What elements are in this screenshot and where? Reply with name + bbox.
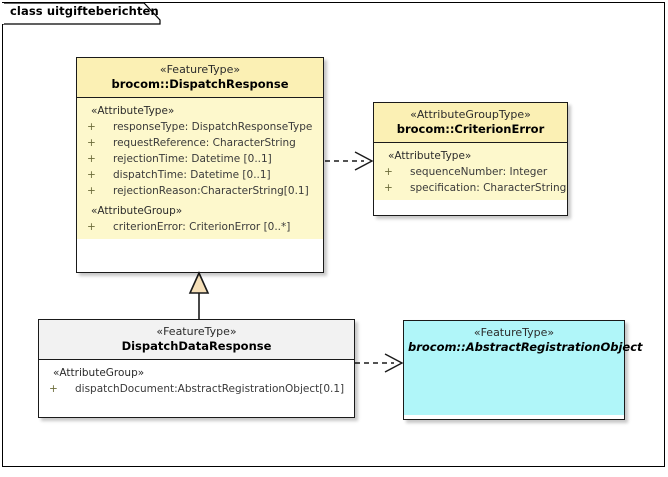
- attribute-row[interactable]: + sequenceNumber: Integer: [376, 164, 565, 180]
- class-box-dispatch-data-response[interactable]: «FeatureType» DispatchDataResponse «Attr…: [38, 319, 355, 418]
- visibility-marker: +: [87, 121, 96, 133]
- attribute-text: dispatchDocument:AbstractRegistrationObj…: [75, 383, 345, 395]
- class-name: brocom::CriterionError: [396, 122, 545, 136]
- diagram-title: class uitgifteberichten: [10, 4, 159, 18]
- diagram-frame: [2, 2, 665, 467]
- attribute-row[interactable]: + specification: CharacterString: [376, 180, 567, 196]
- visibility-marker: +: [87, 221, 96, 233]
- attribute-row[interactable]: + dispatchTime: Datetime [0..1]: [79, 167, 321, 183]
- attribute-text: rejectionReason:CharacterString[0.1]: [113, 185, 309, 197]
- class-stereotype: «FeatureType»: [156, 325, 237, 338]
- class-body-dispatch-data-response: «AttributeGroup» + dispatchDocument:Abst…: [39, 360, 354, 401]
- class-stereotype: «FeatureType»: [473, 326, 555, 339]
- class-name: brocom::AbstractRegistrationObject: [408, 340, 643, 354]
- class-box-dispatch-response[interactable]: «FeatureType» brocom::DispatchResponse «…: [76, 57, 324, 273]
- visibility-marker: +: [87, 153, 96, 165]
- attribute-text: criterionError: CriterionError [0..*]: [113, 221, 291, 233]
- attribute-text: rejectionTime: Datetime [0..1]: [113, 153, 272, 165]
- class-name: DispatchDataResponse: [121, 339, 272, 353]
- visibility-marker: +: [87, 185, 96, 197]
- compartment-group-label: «AttributeGroup»: [91, 205, 183, 217]
- class-header-dispatch-response: «FeatureType» brocom::DispatchResponse: [77, 58, 323, 98]
- compartment-group-label: «AttributeType»: [91, 105, 175, 117]
- compartment-group-label: «AttributeType»: [388, 150, 472, 162]
- class-box-criterion-error[interactable]: «AttributeGroupType» brocom::CriterionEr…: [373, 102, 568, 216]
- attribute-text: sequenceNumber: Integer: [410, 166, 548, 178]
- attribute-row[interactable]: + rejectionTime: Datetime [0..1]: [79, 151, 321, 167]
- compartment-group-label: «AttributeGroup»: [53, 367, 145, 379]
- class-body-criterion-error: «AttributeType» + sequenceNumber: Intege…: [374, 143, 567, 200]
- visibility-marker: +: [384, 166, 393, 178]
- class-header-abstract-registration-object: «FeatureType» brocom::AbstractRegistrati…: [404, 321, 643, 360]
- attribute-text: responseType: DispatchResponseType: [113, 121, 313, 133]
- attribute-text: dispatchTime: Datetime [0..1]: [113, 169, 271, 181]
- attribute-row[interactable]: + rejectionReason:CharacterString[0.1]: [79, 183, 321, 199]
- attribute-row[interactable]: + requestReference: CharacterString: [79, 135, 321, 151]
- class-box-abstract-registration-object[interactable]: «FeatureType» brocom::AbstractRegistrati…: [403, 320, 643, 420]
- class-header-dispatch-data-response: «FeatureType» DispatchDataResponse: [39, 320, 354, 360]
- visibility-marker: +: [87, 137, 96, 149]
- class-name: brocom::DispatchResponse: [111, 77, 289, 91]
- visibility-marker: +: [384, 182, 393, 194]
- attribute-row[interactable]: + criterionError: CriterionError [0..*]: [79, 219, 321, 235]
- attribute-text: requestReference: CharacterString: [113, 137, 296, 149]
- class-header-criterion-error: «AttributeGroupType» brocom::CriterionEr…: [374, 103, 567, 143]
- class-stereotype: «FeatureType»: [159, 63, 241, 76]
- visibility-marker: +: [49, 383, 58, 395]
- attribute-row[interactable]: + dispatchDocument:AbstractRegistrationO…: [41, 381, 352, 397]
- class-body-dispatch-response: «AttributeType» + responseType: Dispatch…: [77, 98, 323, 239]
- attribute-row[interactable]: + responseType: DispatchResponseType: [79, 119, 321, 135]
- class-body-abstract-registration-object: [404, 360, 624, 415]
- attribute-text: specification: CharacterString: [410, 182, 567, 194]
- class-stereotype: «AttributeGroupType»: [410, 108, 531, 121]
- visibility-marker: +: [87, 169, 96, 181]
